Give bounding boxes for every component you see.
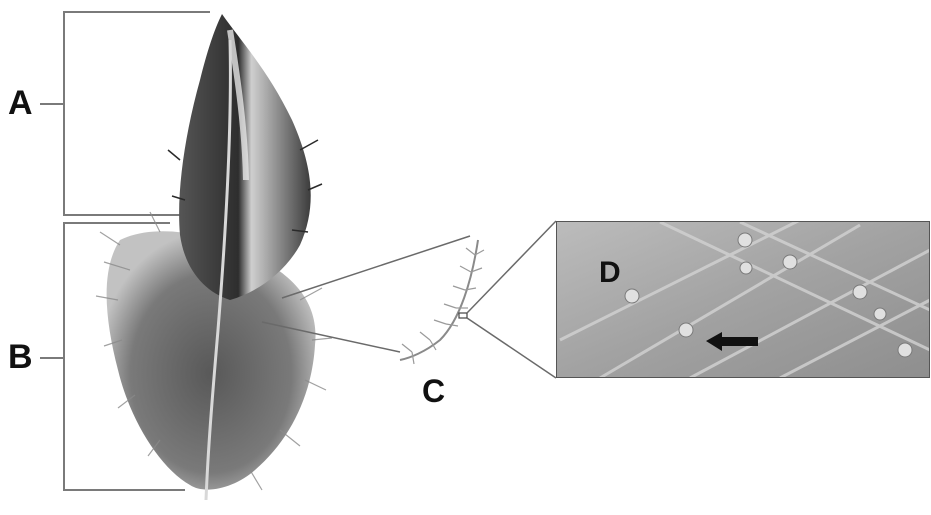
label-d: D [599, 258, 621, 288]
label-b: B [8, 340, 33, 374]
barb-illustration [400, 240, 484, 364]
label-c: C [422, 375, 445, 407]
micrograph-panel [556, 220, 930, 378]
zoom-lines-micrograph [467, 221, 556, 378]
feather-pennaceous-vane [168, 14, 322, 300]
magnified-region-marker [459, 313, 467, 318]
label-a: A [8, 86, 33, 120]
